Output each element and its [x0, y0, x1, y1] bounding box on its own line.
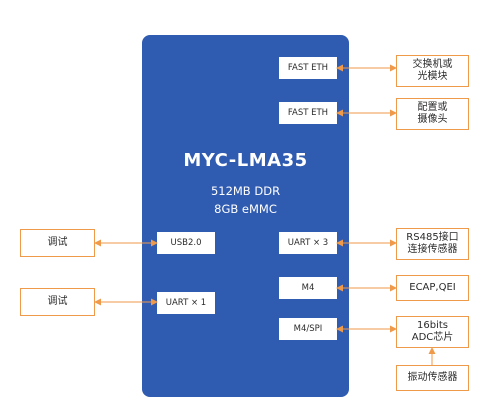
fast-eth-block-1: FAST ETH — [279, 57, 337, 79]
vibration-sensor-box: 振动传感器 — [396, 365, 469, 391]
rs485-box: RS485接口 连接传感器 — [396, 228, 469, 260]
module-title: MYC-LMA35 — [183, 150, 308, 171]
adc-chip-box: 16bits ADC芯片 — [396, 316, 469, 348]
m4-block: M4 — [279, 277, 337, 299]
config-camera-box: 配置或 摄像头 — [396, 98, 469, 130]
spec-ddr: 512MB DDR — [210, 184, 281, 198]
m4-spi-block: M4/SPI — [279, 318, 337, 340]
ecap-qei-box: ECAP,QEI — [396, 275, 469, 301]
uart1-block: UART × 1 — [157, 292, 215, 314]
debug-usb-box: 调试 — [20, 229, 95, 257]
uart3-block: UART × 3 — [279, 232, 337, 254]
debug-uart-box: 调试 — [20, 288, 95, 316]
spec-emmc: 8GB eMMC — [214, 202, 277, 216]
fast-eth-block-2: FAST ETH — [279, 102, 337, 124]
usb-block: USB2.0 — [157, 232, 215, 254]
